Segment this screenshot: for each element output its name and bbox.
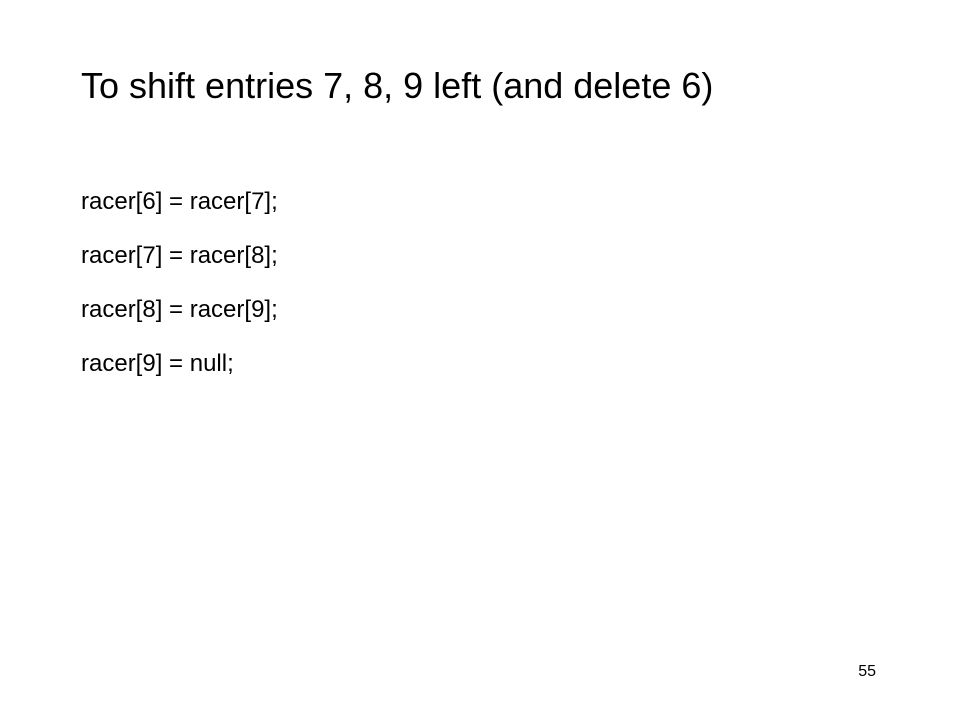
- code-lines: racer[6] = racer[7]; racer[7] = racer[8]…: [81, 188, 278, 404]
- code-line: racer[9] = null;: [81, 350, 234, 377]
- slide-title: To shift entries 7, 8, 9 left (and delet…: [81, 65, 714, 106]
- code-line: racer[8] = racer[9];: [81, 296, 278, 323]
- code-line: racer[7] = racer[8];: [81, 242, 278, 269]
- page-number: 55: [858, 663, 876, 680]
- code-line: racer[6] = racer[7];: [81, 188, 278, 215]
